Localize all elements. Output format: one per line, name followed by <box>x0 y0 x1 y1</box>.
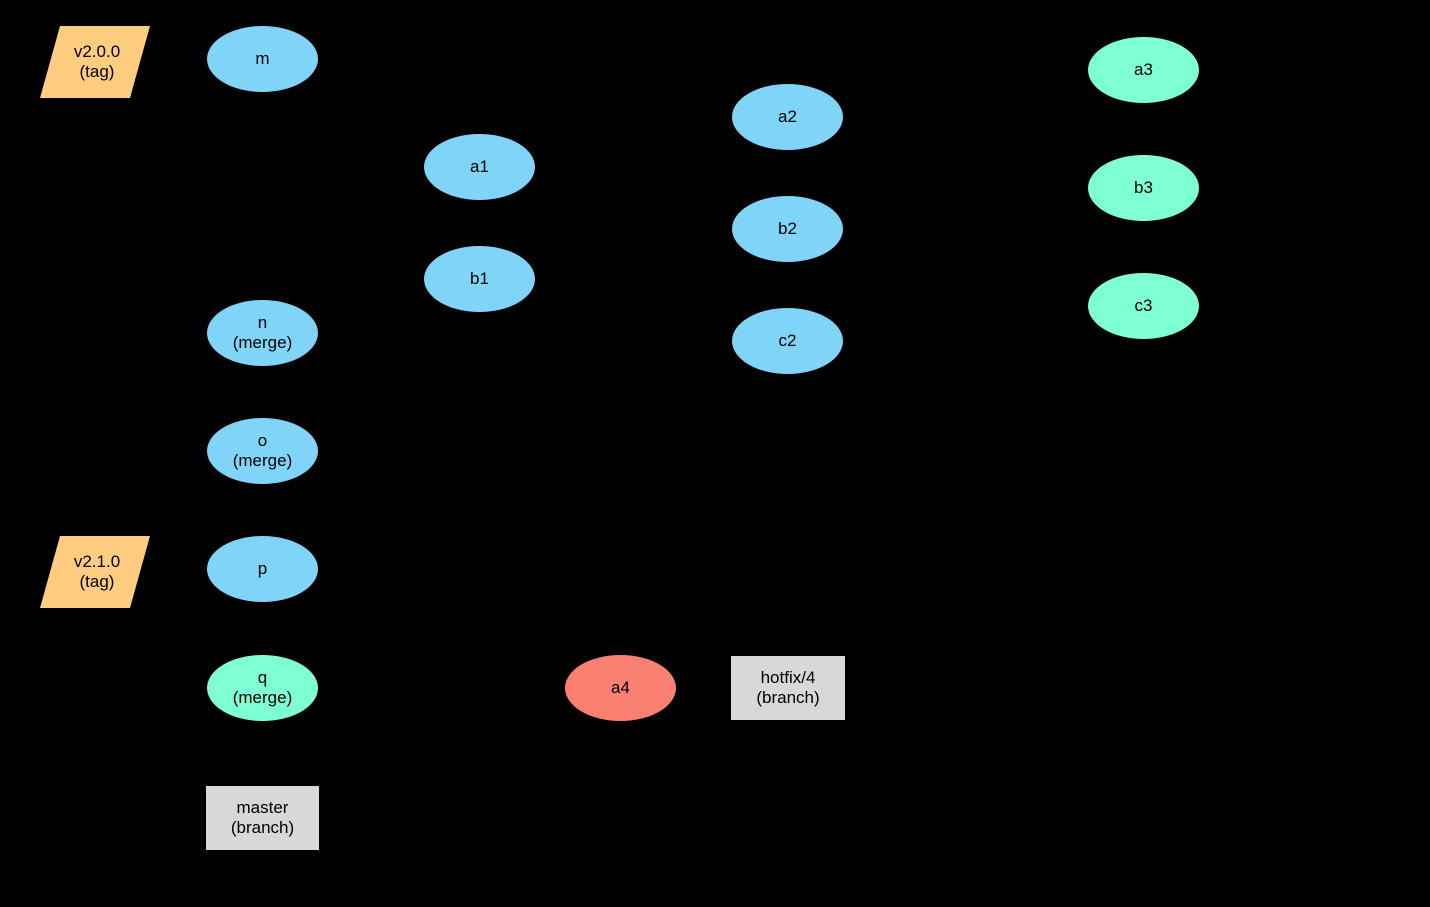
commit-label: c2 <box>778 330 797 350</box>
edge-c3-to-q <box>262 305 1144 689</box>
commit-node-a3[interactable]: a3 <box>1088 37 1199 103</box>
branch-node-hotfix4[interactable]: hotfix/4 (branch) <box>731 656 845 720</box>
commit-node-n[interactable]: n (merge) <box>207 300 318 366</box>
tag-node-v200[interactable]: v2.0.0 (tag) <box>40 26 150 98</box>
branch-node-master[interactable]: master (branch) <box>206 786 319 850</box>
tag-label: v2.0.0 (tag) <box>73 41 121 81</box>
edge-c2-to-o <box>262 340 788 454</box>
edge-p-to-a4 <box>262 568 621 689</box>
commit-label: o (merge) <box>232 430 293 470</box>
commit-node-p[interactable]: p <box>207 536 318 602</box>
commit-label: p <box>257 558 268 578</box>
tag-node-v210[interactable]: v2.1.0 (tag) <box>40 536 150 608</box>
edge-b3-to-q <box>262 187 1144 689</box>
commit-node-b2[interactable]: b2 <box>732 196 843 262</box>
branch-label: master (branch) <box>230 797 295 837</box>
commit-node-b1[interactable]: b1 <box>424 246 535 312</box>
commit-node-a1[interactable]: a1 <box>424 134 535 200</box>
commit-label: m <box>255 48 270 68</box>
commit-label: b2 <box>778 218 797 238</box>
commit-label: q (merge) <box>232 667 293 707</box>
commit-label: n (merge) <box>232 312 293 352</box>
commit-node-c3[interactable]: c3 <box>1088 273 1199 339</box>
commit-label: a3 <box>1134 59 1153 79</box>
commit-node-q[interactable]: q (merge) <box>207 655 318 721</box>
commit-node-o[interactable]: o (merge) <box>207 418 318 484</box>
commit-label: a2 <box>778 106 797 126</box>
commit-node-a2[interactable]: a2 <box>732 84 843 150</box>
commit-node-m[interactable]: m <box>207 26 318 92</box>
commit-node-a4[interactable]: a4 <box>565 655 676 721</box>
edge-a3-to-q <box>262 69 1144 689</box>
commit-label: a4 <box>611 677 630 697</box>
commit-label: b1 <box>470 268 489 288</box>
commit-label: a1 <box>470 156 489 176</box>
commit-node-c2[interactable]: c2 <box>732 308 843 374</box>
commit-label: c3 <box>1134 295 1153 315</box>
commit-node-b3[interactable]: b3 <box>1088 155 1199 221</box>
branch-label: hotfix/4 (branch) <box>756 667 820 707</box>
commit-label: b3 <box>1134 177 1153 197</box>
tag-label: v2.1.0 (tag) <box>73 551 121 591</box>
